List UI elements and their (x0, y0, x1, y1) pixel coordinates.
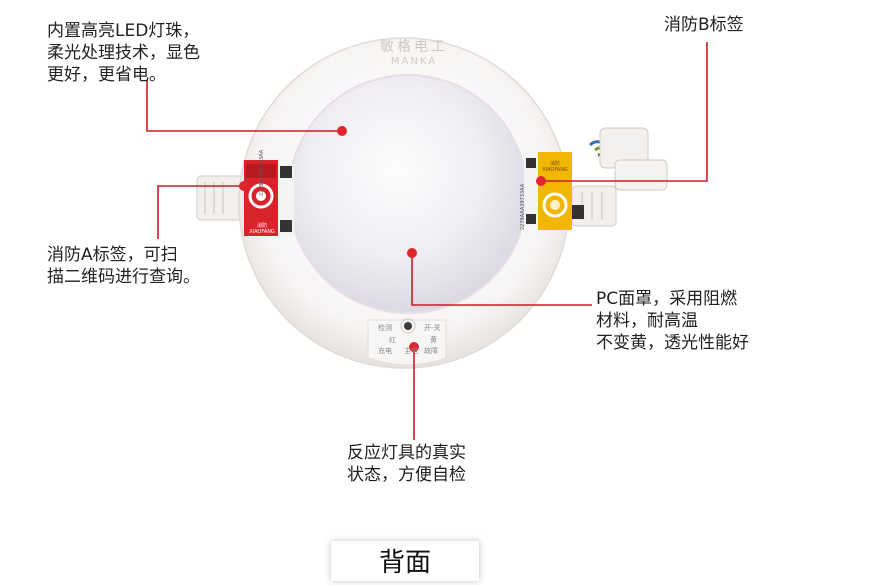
brand-logo-cn: 敏格电工 (380, 39, 448, 55)
indicator-label-charge: 充电 (378, 347, 392, 355)
label-b-sticker (524, 152, 584, 230)
indicator-panel (367, 318, 447, 366)
callout-led: 内置高亮LED灯珠， 柔光处理技术，显色 更好，更省电。 (47, 21, 200, 85)
callout-status: 反应灯具的真实 状态，方便自检 (347, 443, 466, 485)
label-a-serial: 2279AAA39733AA (259, 149, 265, 196)
callout-pc-cover: PC面罩，采用阻燃 材料，耐高温 不变黄，透光性能好 (596, 289, 749, 353)
left-clip (196, 175, 246, 221)
callout-label-b: 消防B标签 (664, 15, 744, 35)
label-b-serial: 2279AAA39733AA (520, 183, 526, 230)
indicator-label-red: 红 (389, 336, 396, 344)
brand-logo: 敏格电工 MANKA (364, 36, 464, 67)
callout-lines (146, 42, 708, 440)
callout-label-a: 消防A标签，可扫 描二维码进行查询。 (47, 245, 200, 287)
back-view-tab: 背面 (331, 541, 479, 581)
indicator-label-detect: 检测 (378, 324, 392, 332)
indicator-label-switch: 开-关 (424, 324, 441, 332)
label-b-text: 消防 XIAOFANG (542, 161, 568, 173)
brand-logo-en: MANKA (390, 56, 438, 67)
label-a-text: 消防 XIAOFANG (249, 223, 275, 235)
indicator-label-fault: 故障 (424, 347, 438, 355)
callout-dots (239, 126, 546, 352)
label-a-sticker (244, 160, 294, 236)
indicator-label-yellow: 黄 (430, 336, 437, 344)
indicator-label-main: 主电 (404, 347, 418, 355)
connector-block (588, 127, 668, 191)
